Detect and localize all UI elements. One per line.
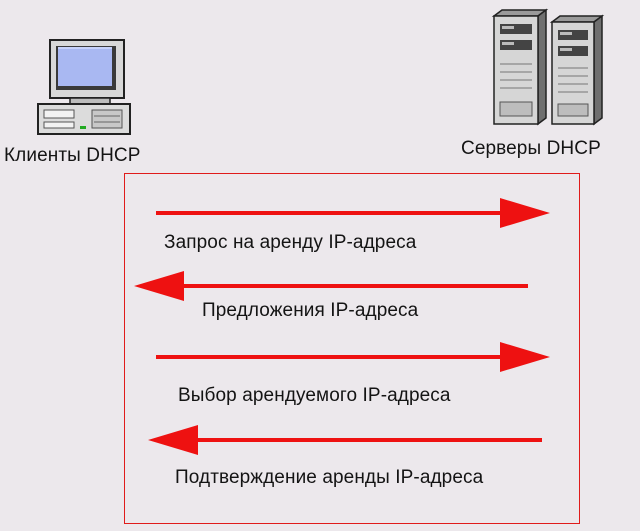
client-computer-icon	[37, 39, 131, 135]
server-label: Серверы DHCP	[461, 138, 601, 159]
message-label-select: Выбор арендуемого IP-адреса	[178, 385, 451, 406]
client-label: Клиенты DHCP	[4, 145, 141, 166]
exchange-frame	[124, 173, 580, 524]
server-towers-icon	[491, 8, 605, 126]
message-label-ack: Подтверждение аренды IP-адреса	[175, 467, 484, 488]
message-label-offer: Предложения IP-адреса	[202, 300, 419, 321]
message-label-request: Запрос на аренду IP-адреса	[164, 232, 417, 253]
